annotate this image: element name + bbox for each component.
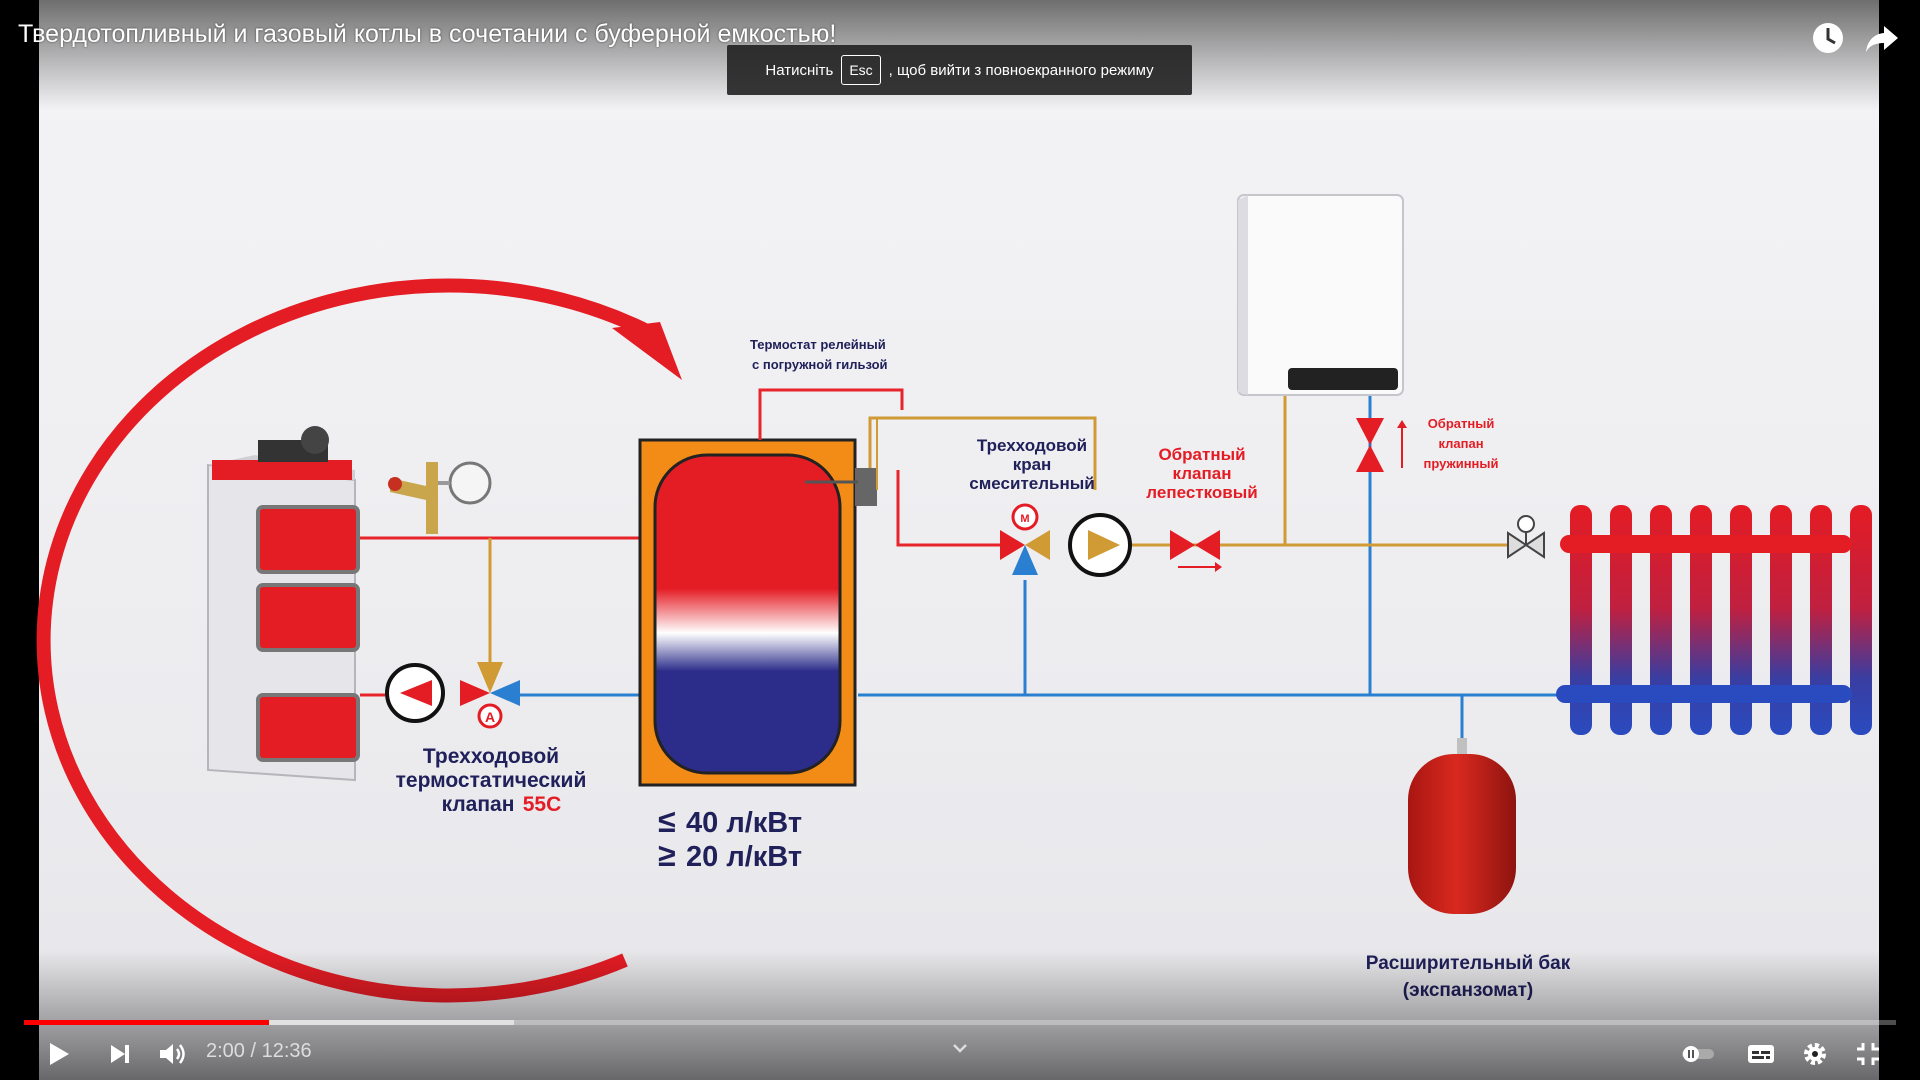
gas-boiler: [1237, 194, 1404, 396]
exit-fullscreen-button[interactable]: [1848, 1034, 1888, 1074]
play-icon: [50, 1043, 69, 1065]
circulation-arrowhead: [612, 322, 682, 380]
mixing-valve: M: [1000, 503, 1050, 575]
boiler-pump: [385, 663, 445, 723]
exit-fullscreen-icon: [1857, 1043, 1879, 1065]
spring-check-valve-label-line1: Обратный: [1428, 416, 1495, 431]
circulation-pump: [1068, 513, 1132, 577]
subtitles-button[interactable]: [1741, 1034, 1781, 1074]
expansion-tank: [1408, 738, 1516, 914]
mixing-valve-label-line3: смесительный: [969, 474, 1094, 493]
thermostat-capillary: [876, 417, 1095, 490]
esc-hint-prefix: Натисніть: [765, 61, 834, 79]
valve-mark-a: A: [485, 709, 495, 725]
spring-check-valve: [1356, 418, 1407, 472]
volume-icon: [160, 1044, 185, 1064]
mixing-valve-label-line1: Трехходовой: [977, 436, 1087, 455]
radiator: [1556, 505, 1872, 735]
thermostatic-valve-temp: 55С: [523, 793, 562, 816]
play-button[interactable]: [38, 1034, 78, 1074]
capacity-max: 40 л/кВт: [686, 807, 802, 839]
expansion-tank-label: Расширительный бак (экспанзомат): [1366, 953, 1571, 1001]
mixing-valve-label: Трехходовой кран смесительный: [969, 436, 1094, 493]
mixing-valve-label-line2: кран: [1013, 455, 1052, 474]
spring-check-valve-label: Обратный клапан пружинный: [1423, 416, 1498, 471]
safety-group: [388, 461, 492, 534]
thermostatic-valve-label-line2: термостатический: [396, 769, 587, 792]
current-time: 2:00: [206, 1040, 245, 1062]
capacity-label: ≤ 40 л/кВт ≥ 20 л/кВт: [658, 803, 802, 873]
petal-check-valve: [1170, 530, 1222, 572]
petal-check-valve-label-line2: клапан: [1173, 464, 1232, 483]
petal-check-valve-label: Обратный клапан лепестковый: [1146, 445, 1257, 502]
capacity-min: 20 л/кВт: [686, 841, 802, 873]
petal-check-valve-label-line3: лепестковый: [1146, 483, 1257, 502]
buffer-tank: [638, 438, 877, 787]
progress-played: [24, 1020, 270, 1025]
thermostat-label-line1: Термостат релейный: [750, 337, 886, 352]
video-title[interactable]: Твердотопливный и газовый котлы в сочета…: [18, 20, 837, 48]
duration: 12:36: [261, 1040, 312, 1062]
valve-mark-m: M: [1020, 513, 1029, 525]
less-equal-sign: ≤: [658, 803, 676, 839]
clock-icon[interactable]: [1808, 18, 1848, 58]
petal-check-valve-label-line1: Обратный: [1158, 445, 1245, 464]
spring-check-valve-label-line3: пружинный: [1423, 456, 1498, 471]
thermostat-wire: [758, 388, 902, 440]
thermostatic-valve-label-line3: клапан: [442, 793, 515, 816]
share-arrow-icon[interactable]: [1862, 18, 1902, 58]
next-button[interactable]: [100, 1034, 140, 1074]
progress-bar[interactable]: [24, 1020, 1896, 1025]
esc-hint-suffix: , щоб вийти з повноекранного режиму: [888, 61, 1154, 79]
expansion-tank-label-line1: Расширительный бак: [1366, 953, 1571, 974]
progress-buffered: [24, 1020, 515, 1025]
thermostatic-valve: A: [460, 662, 520, 729]
thermostat-label-line2: с погружной гильзой: [752, 357, 888, 372]
time-display: 2:00 / 12:36: [206, 1040, 312, 1063]
next-icon: [111, 1045, 129, 1063]
spring-check-valve-label-line2: клапан: [1438, 436, 1483, 451]
expansion-tank-label-line2: (экспанзомат): [1403, 980, 1534, 1001]
autoplay-toggle-icon: [1682, 1046, 1714, 1062]
chevron-down-icon[interactable]: [948, 1038, 972, 1058]
settings-button[interactable]: [1795, 1034, 1835, 1074]
thermostatic-valve-label: Трехходовой термостатический клапан 55С: [396, 745, 587, 816]
gear-icon: [1804, 1043, 1826, 1065]
radiator-valve: [1507, 515, 1545, 559]
esc-key-badge: Esc: [841, 55, 881, 85]
greater-equal-sign: ≥: [658, 837, 676, 873]
solid-fuel-boiler: [207, 426, 360, 782]
time-separator: /: [250, 1040, 257, 1062]
subtitles-icon: [1748, 1045, 1774, 1063]
autoplay-toggle[interactable]: [1678, 1034, 1718, 1074]
fullscreen-exit-hint: Натисніть Esc , щоб вийти з повноекранно…: [727, 45, 1192, 95]
thermostatic-valve-label-line1: Трехходовой: [423, 745, 559, 768]
volume-button[interactable]: [152, 1034, 192, 1074]
thermostat-label: Термостат релейный с погружной гильзой: [750, 337, 888, 372]
